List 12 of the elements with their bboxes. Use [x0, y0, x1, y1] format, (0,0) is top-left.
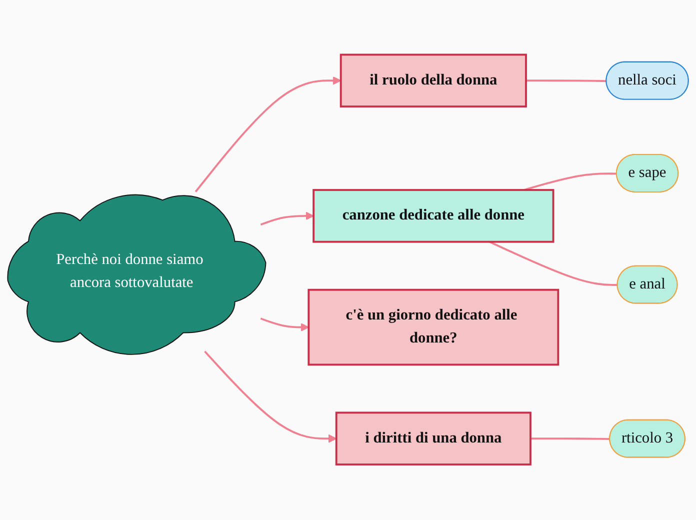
connector	[523, 173, 617, 192]
node-box: canzone dedicate alle donne	[312, 189, 554, 244]
arrow	[260, 212, 314, 226]
node-box: c'è un giorno dedicato alle donne?	[308, 289, 560, 366]
arrow	[204, 351, 337, 444]
connector	[489, 241, 618, 286]
connector	[526, 80, 607, 82]
connector	[530, 438, 610, 440]
arrow	[260, 318, 310, 332]
node-box: i diritti di una donna	[335, 412, 532, 466]
arrow	[194, 76, 342, 193]
node-box: il ruolo della donna	[340, 54, 527, 108]
